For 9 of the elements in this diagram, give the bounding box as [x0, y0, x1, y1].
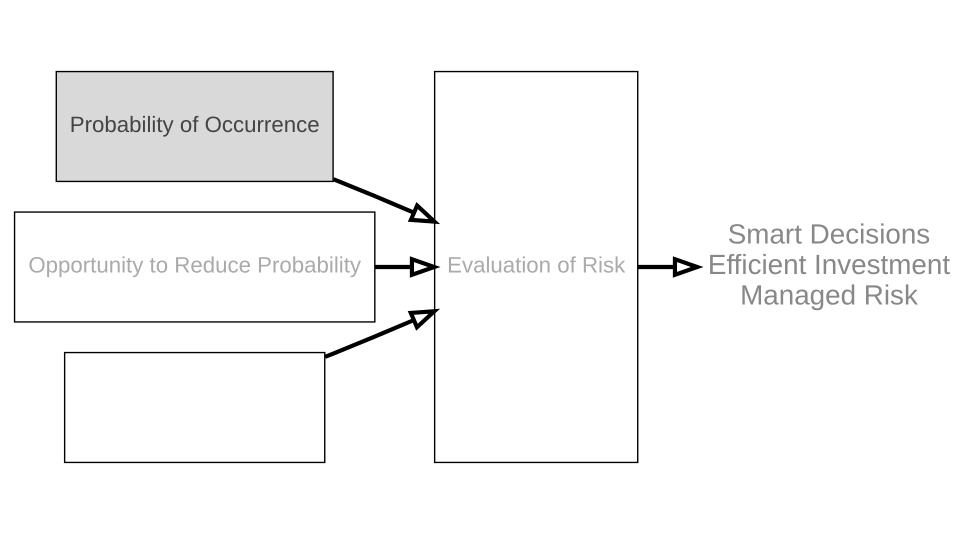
arrow: [332, 176, 440, 224]
node-box: [64, 351, 326, 463]
node-box: Opportunity to Reduce Probability: [14, 210, 376, 322]
node-text: Smart Decisions Efficient Investment Managed Risk: [708, 218, 950, 310]
node-box: Evaluation of Risk: [434, 70, 638, 463]
arrow: [374, 256, 441, 278]
arrow: [324, 308, 440, 358]
node-box: Probability of Occurrence: [56, 70, 334, 182]
arrow: [638, 256, 704, 278]
